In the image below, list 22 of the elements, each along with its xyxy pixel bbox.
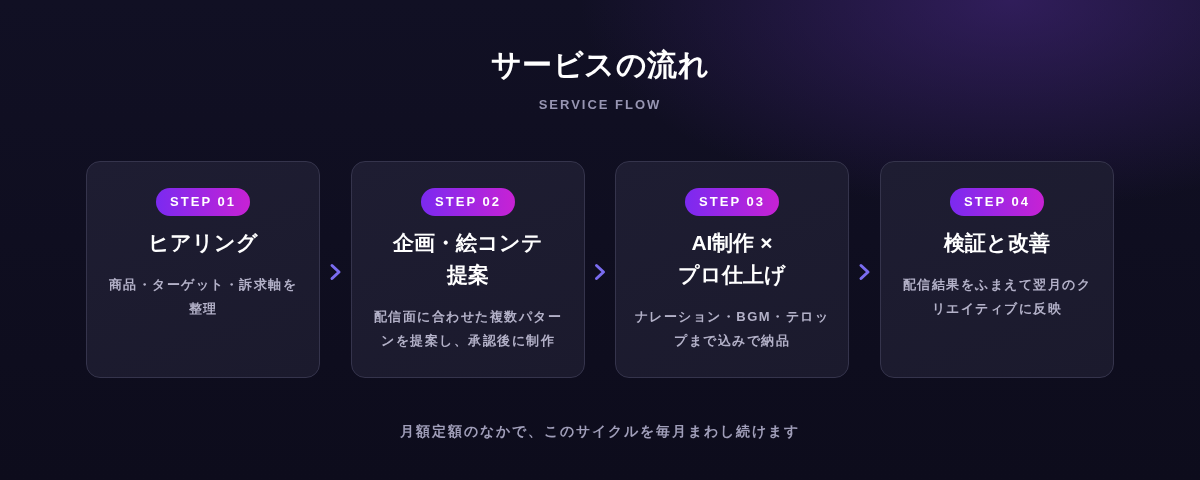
step-title: ヒアリング <box>148 230 258 256</box>
subtitle: SERVICE FLOW <box>538 96 662 114</box>
step-description: 配信結果をふまえて翌月のクリエイティブに反映 <box>901 276 1093 318</box>
step-card <box>615 161 849 378</box>
chevron-arrow <box>330 264 341 280</box>
page-title: サービスの流れ <box>490 47 710 83</box>
step-description: 配信面に合わせた複数パターンを提案し、承認後に制作 <box>372 308 564 350</box>
step-description: 商品・ターゲット・訴求軸を整理 <box>107 276 299 318</box>
step-title: 企画・絵コンテ提案 <box>392 230 544 288</box>
step-description: ナレーション・BGM・テロップまで込みで納品 <box>633 308 831 350</box>
step-title: AI制作 ×プロ仕上げ <box>678 230 786 288</box>
step-card <box>86 161 320 378</box>
step-card <box>351 161 585 378</box>
step-badge: STEP 01 <box>156 188 250 216</box>
step-badge: STEP 02 <box>421 188 515 216</box>
chevron-arrow <box>595 264 605 280</box>
step-badge: STEP 03 <box>685 188 779 216</box>
step-title: 検証と改善 <box>944 230 1050 256</box>
chevron-arrow <box>859 264 870 280</box>
step-badge: STEP 04 <box>950 188 1044 216</box>
footer-note: 月額定額のなかで、このサイクルを毎月まわし続けます <box>400 422 800 441</box>
step-card <box>880 161 1114 378</box>
